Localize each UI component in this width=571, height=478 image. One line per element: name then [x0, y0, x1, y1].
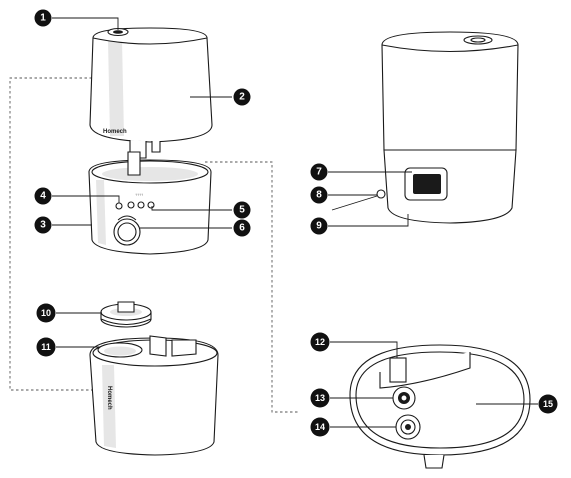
- callout-7: 7: [310, 163, 328, 181]
- svg-text:3: 3: [40, 220, 46, 231]
- callout-12: 12: [310, 332, 330, 352]
- svg-text:1: 1: [40, 13, 46, 24]
- svg-text:11: 11: [41, 342, 51, 352]
- svg-text:12: 12: [315, 337, 325, 347]
- svg-text:10: 10: [41, 308, 51, 318]
- tank-brand-label: Homech: [103, 129, 127, 135]
- callout-3: 3: [34, 216, 52, 234]
- svg-text:2: 2: [239, 92, 245, 103]
- svg-text:8: 8: [316, 190, 322, 201]
- svg-text:13: 13: [315, 393, 325, 403]
- base-unit: ↑↑↑↑: [88, 151, 212, 255]
- callout-1: 1: [34, 9, 52, 27]
- base-bottom-view: [349, 344, 531, 469]
- svg-text:4: 4: [40, 191, 46, 202]
- humidifier-back-view: [331, 31, 519, 224]
- dashed-connector-base-to-bottom-view: [205, 161, 300, 413]
- water-tank-bottom: Homech: [89, 335, 219, 456]
- svg-text:15: 15: [543, 399, 553, 409]
- callout-markers: 1 2 3 4 5 6 7 8 9 10 11 12 13 14 15: [34, 9, 558, 437]
- callout-15: 15: [538, 394, 558, 414]
- callout-2: 2: [233, 88, 251, 106]
- svg-text:5: 5: [239, 205, 245, 216]
- control-panel-icons: ↑↑↑↑: [135, 192, 143, 197]
- svg-text:9: 9: [316, 221, 322, 232]
- air-vent-grille: [413, 174, 441, 194]
- leader-lines: [52, 17, 538, 428]
- callout-8: 8: [310, 186, 328, 204]
- callout-10: 10: [36, 303, 56, 323]
- callout-11: 11: [36, 337, 56, 357]
- callout-5: 5: [233, 201, 251, 219]
- dashed-connector-tank-to-base: [9, 77, 105, 391]
- water-tank: Homech: [89, 27, 213, 159]
- callout-6: 6: [233, 219, 251, 237]
- callout-13: 13: [310, 388, 330, 408]
- svg-text:6: 6: [239, 223, 245, 234]
- callout-14: 14: [310, 417, 330, 437]
- tank-bottom-brand-label: Homech: [106, 386, 112, 410]
- svg-text:7: 7: [316, 167, 322, 178]
- filter-cap: [100, 301, 152, 328]
- callout-4: 4: [34, 187, 52, 205]
- svg-text:14: 14: [315, 422, 325, 432]
- callout-9: 9: [310, 217, 328, 235]
